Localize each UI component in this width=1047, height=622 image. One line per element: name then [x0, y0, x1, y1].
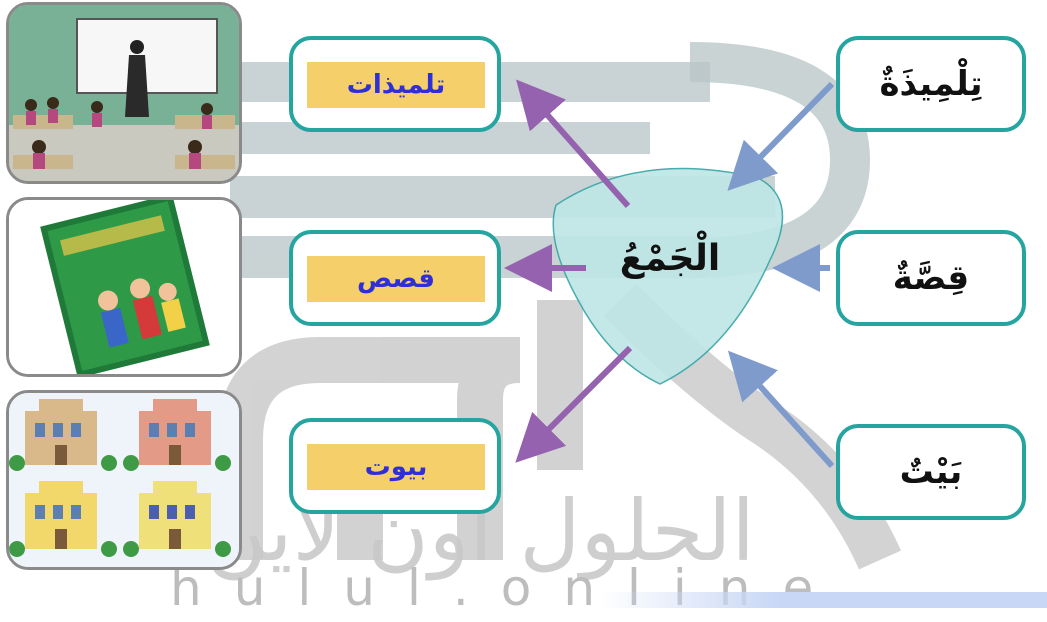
houses-illustration — [9, 393, 239, 567]
plural-word-3: بيوت — [364, 452, 428, 482]
singular-box-2: قِصَّةٌ — [836, 230, 1026, 326]
plural-box-2[interactable]: قصص — [289, 230, 501, 326]
plural-box-3[interactable]: بيوت — [289, 418, 501, 514]
plural-answer-fill-2: قصص — [307, 256, 485, 302]
arrow-out-1 — [516, 79, 631, 208]
plural-word-1: تلميذات — [346, 70, 446, 100]
plural-answer-fill-1: تلميذات — [307, 62, 485, 108]
storybooks-picture — [6, 197, 242, 377]
center-label: الْجَمْعُ — [619, 238, 721, 279]
classroom-illustration — [9, 5, 239, 181]
singular-word-2: قِصَّةٌ — [892, 258, 970, 298]
arrow-out-3 — [515, 345, 633, 463]
classroom-picture — [6, 2, 242, 184]
singular-word-1: تِلْمِيذَةٌ — [879, 64, 983, 104]
houses-picture — [6, 390, 242, 570]
singular-box-1: تِلْمِيذَةٌ — [836, 36, 1026, 132]
arrow-in-1 — [727, 81, 835, 191]
center-shape — [552, 167, 784, 385]
arrow-in-3 — [727, 350, 835, 469]
plural-word-2: قصص — [356, 264, 436, 294]
storybooks-illustration — [9, 200, 239, 374]
singular-word-3: بَيْتٌ — [899, 452, 963, 492]
plural-box-1[interactable]: تلميذات — [289, 36, 501, 132]
plural-answer-fill-3: بيوت — [307, 444, 485, 490]
singular-box-3: بَيْتٌ — [836, 424, 1026, 520]
